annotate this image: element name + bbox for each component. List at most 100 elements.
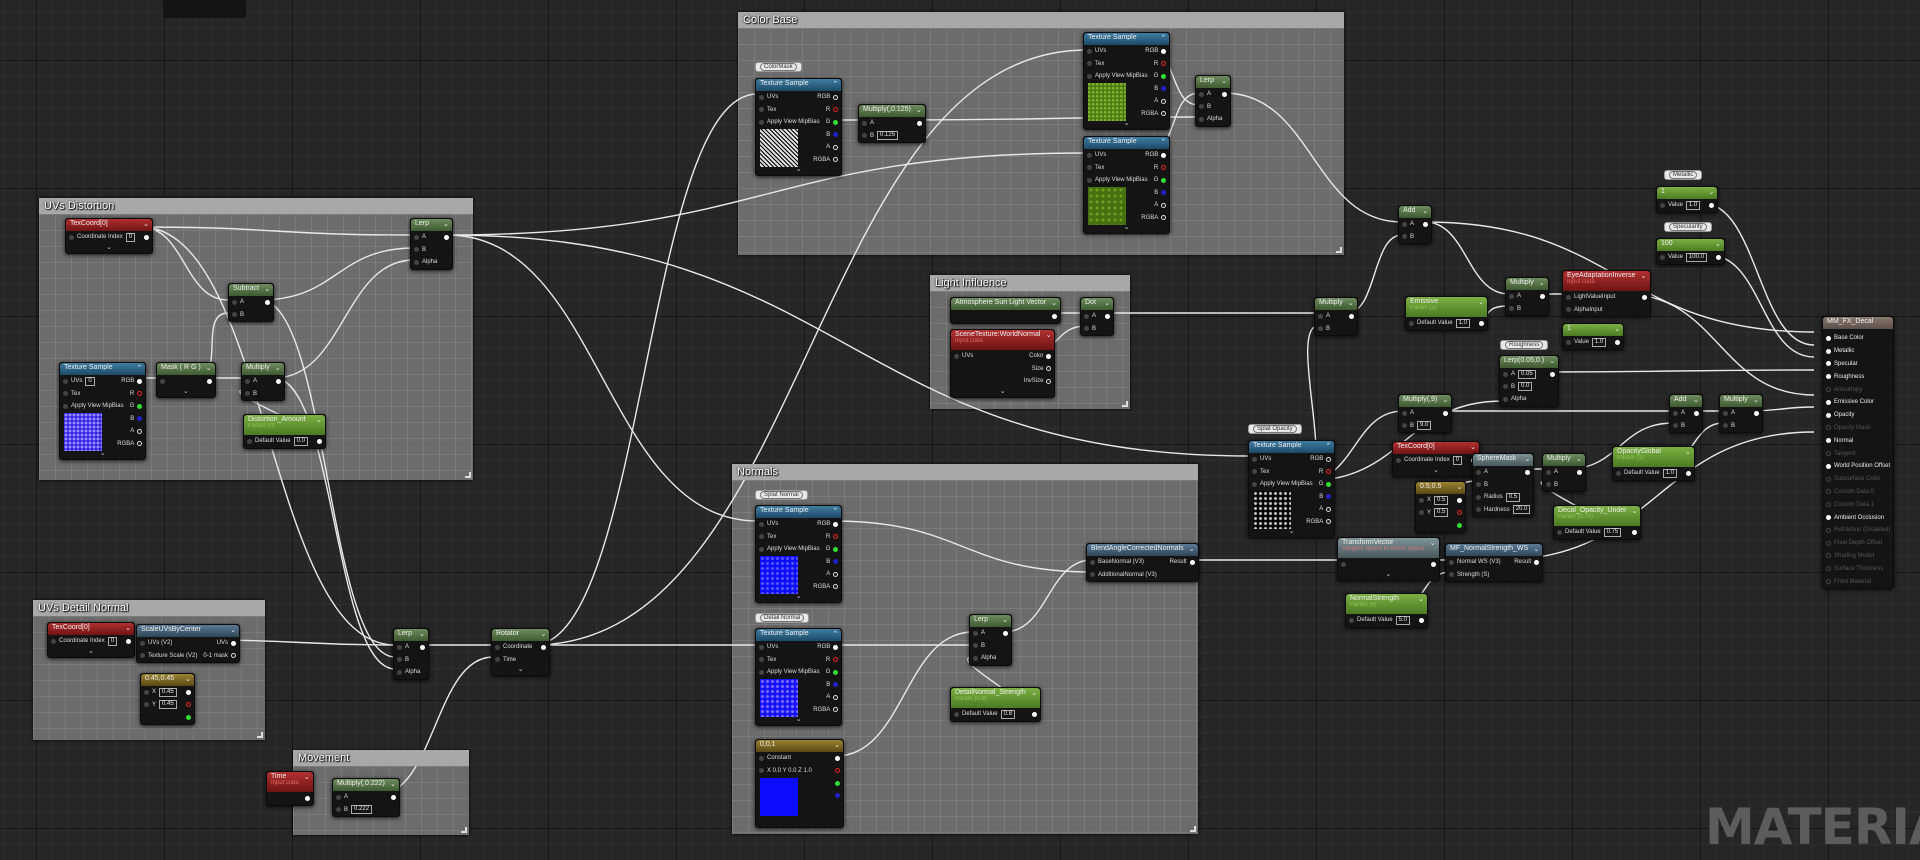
input-pin[interactable] (1546, 482, 1551, 488)
output-pin[interactable] (1709, 202, 1715, 208)
collapse-chevron-icon[interactable]: ⌄ (389, 781, 396, 788)
collapse-chevron-icon[interactable]: ⌄ (205, 365, 212, 372)
output-pin[interactable] (835, 793, 840, 799)
output-pin[interactable] (833, 707, 839, 713)
input-pin[interactable] (1546, 469, 1551, 475)
collapse-chevron-icon[interactable]: ⌃ (832, 81, 839, 88)
node-title[interactable]: MM_FX_Decal (1823, 317, 1894, 329)
output-pin[interactable] (231, 640, 237, 646)
node-header[interactable]: 0,0,1⌄ (756, 740, 843, 752)
output-pin[interactable] (137, 378, 143, 384)
node-header[interactable]: TexCoord[0]⌄ (1393, 442, 1480, 454)
collapse-chevron-icon[interactable]: ⌄ (443, 221, 449, 228)
output-pin[interactable] (835, 755, 840, 761)
output-pin[interactable] (833, 521, 839, 527)
input-pin[interactable] (759, 768, 764, 774)
input-pin[interactable] (1509, 293, 1514, 299)
input-pin[interactable] (1566, 307, 1571, 313)
output-pin[interactable] (1685, 470, 1691, 476)
input-pin[interactable] (414, 259, 419, 265)
node-header[interactable]: 0.45,0.45⌄ (141, 674, 194, 686)
collapse-chevron-icon[interactable]: ⌄ (1549, 358, 1556, 365)
collapse-chevron-icon[interactable]: ⌄ (540, 631, 547, 638)
output-pin[interactable] (833, 559, 839, 565)
collapse-chevron-icon[interactable]: ⌄ (1188, 546, 1195, 553)
value-field[interactable]: 0.8 (1000, 709, 1015, 719)
collapse-chevron-icon[interactable]: ⌄ (1429, 540, 1436, 547)
input-pin[interactable] (1660, 202, 1665, 208)
node-header[interactable]: Multiply⌄ (1315, 298, 1357, 310)
node-header[interactable]: Dot⌄ (1081, 298, 1114, 310)
output-pin[interactable] (1753, 410, 1759, 416)
value-field[interactable]: 0.5 (1434, 508, 1449, 518)
value-field[interactable]: 0.5 (1434, 495, 1449, 505)
output-pin[interactable] (1326, 506, 1332, 512)
value-field[interactable]: 0.05 (1518, 369, 1536, 379)
output-pin[interactable] (1457, 497, 1463, 503)
input-pin[interactable] (1090, 559, 1095, 565)
output-pin[interactable] (833, 157, 839, 163)
collapse-chevron-icon[interactable]: ⌄ (1030, 690, 1037, 697)
input-pin[interactable] (1349, 617, 1354, 623)
wire[interactable] (446, 234, 759, 522)
collapse-chevron-icon[interactable]: ⌄ (915, 107, 922, 114)
output-pin[interactable] (1457, 522, 1463, 528)
node-header[interactable]: 1⌄ (1657, 187, 1718, 199)
output-pin[interactable] (833, 94, 839, 100)
input-pin[interactable] (1402, 221, 1407, 227)
input-pin[interactable] (759, 657, 764, 663)
input-pin[interactable] (1476, 494, 1481, 500)
value-field[interactable]: 0.0 (293, 436, 308, 446)
parameter-tag[interactable]: Metallic (1664, 170, 1703, 180)
wire[interactable] (1701, 202, 1815, 346)
collapse-chevron-icon[interactable]: ⌄ (125, 625, 132, 632)
collapse-chevron-icon[interactable]: ⌄ (1538, 280, 1545, 287)
input-pin[interactable] (759, 546, 764, 552)
input-pin[interactable] (1566, 294, 1571, 300)
node-header[interactable]: Multiply(,0.125)⌄ (859, 105, 925, 117)
collapse-chevron-icon[interactable]: ⌄ (316, 417, 322, 424)
expand-chevron-icon[interactable]: ⌄ (182, 387, 189, 395)
collapse-chevron-icon[interactable]: ⌄ (1347, 300, 1354, 307)
value-field[interactable]: 0.75 (1603, 527, 1622, 537)
collapse-chevron-icon[interactable]: ⌄ (1631, 508, 1638, 515)
output-pin[interactable] (1161, 165, 1167, 171)
input-pin[interactable] (1566, 339, 1571, 345)
input-pin[interactable] (1419, 497, 1424, 503)
output-pin[interactable] (390, 794, 396, 800)
input-pin[interactable] (1503, 384, 1508, 390)
output-pin[interactable] (1348, 313, 1354, 319)
collapse-chevron-icon[interactable]: ⌄ (1715, 241, 1721, 248)
input-pin[interactable] (1318, 313, 1323, 319)
output-pin[interactable] (1161, 202, 1167, 208)
input-pin[interactable] (759, 119, 764, 125)
output-pin[interactable] (1003, 630, 1008, 636)
input-pin[interactable] (1409, 320, 1414, 326)
collapse-chevron-icon[interactable]: ⌄ (1524, 456, 1531, 463)
output-pin[interactable] (1715, 254, 1721, 260)
output-pin[interactable] (137, 416, 143, 422)
input-pin[interactable] (973, 655, 978, 661)
collapse-chevron-icon[interactable]: ⌄ (1051, 300, 1058, 307)
output-pin[interactable] (1632, 529, 1638, 535)
collapse-chevron-icon[interactable]: ⌄ (419, 631, 425, 638)
input-pin[interactable] (63, 378, 68, 384)
input-pin[interactable] (1087, 48, 1092, 54)
input-pin[interactable] (1396, 457, 1401, 463)
wire[interactable] (1708, 254, 1815, 358)
input-pin[interactable] (1616, 470, 1621, 476)
input-pin[interactable] (397, 657, 402, 663)
wire[interactable] (532, 93, 758, 646)
material-input-pin[interactable]: Normal (1823, 434, 1893, 447)
node-header[interactable]: SphereMask⌄ (1473, 454, 1534, 466)
output-pin[interactable] (833, 571, 839, 577)
